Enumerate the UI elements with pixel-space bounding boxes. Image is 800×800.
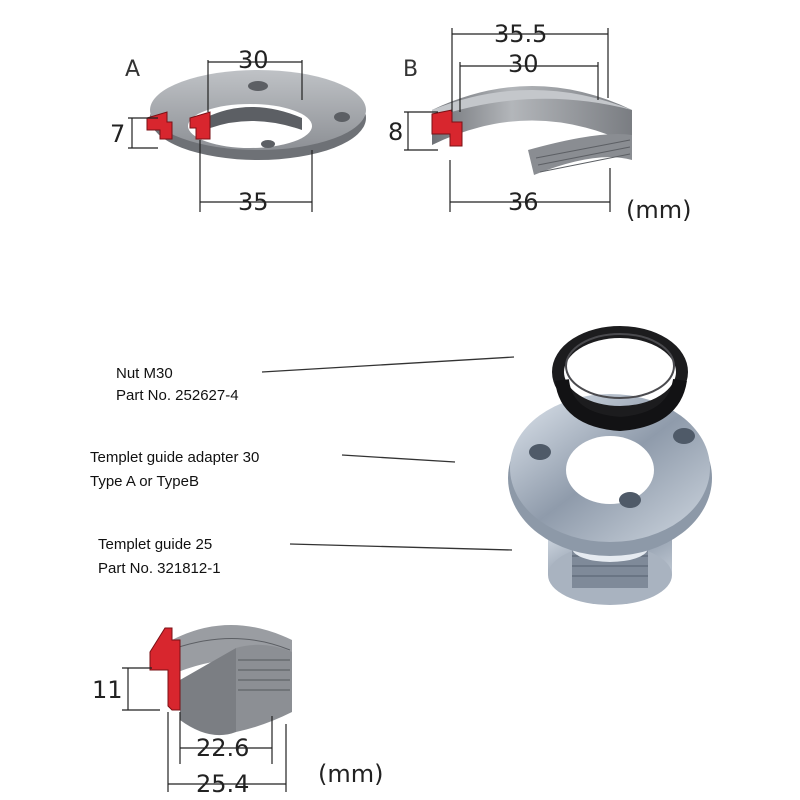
callout-guide: Templet guide 25 Part No. 321812-1: [98, 536, 513, 577]
adapter-a-dimensions: 30 7 35: [110, 46, 313, 216]
guide-dimensions: 11 22.6 25.4 (mm): [92, 667, 383, 798]
adapter-a-height-dim: 7: [110, 120, 125, 148]
adapter-a-outer-dim: 35: [238, 188, 269, 216]
callout-adapter-leader: [341, 454, 456, 463]
adapter-b-body: [431, 86, 632, 175]
callout-nut-name: Nut M30: [116, 365, 173, 382]
callout-nut-leader: [261, 356, 515, 373]
assembly-illustration: [508, 326, 712, 605]
guide-cross-section: [149, 627, 181, 711]
callout-guide-name: Templet guide 25: [98, 536, 212, 553]
adapter-b-height-dim: 8: [388, 118, 403, 146]
guide-outer-dim: 25.4: [196, 770, 249, 798]
templet-guide-section: 11 22.6 25.4 (mm): [92, 625, 383, 798]
adapter-b-cross-section: [431, 109, 463, 147]
guide-inner-dim: 22.6: [196, 734, 249, 762]
adapter-a-inner-dim: 30: [238, 46, 269, 74]
callout-guide-part: Part No. 321812-1: [98, 560, 221, 577]
adapter-b-label: B: [403, 57, 418, 82]
adapter-b-top-dim: 35.5: [494, 20, 547, 48]
guide-height-dim: 11: [92, 676, 123, 704]
callout-guide-leader: [289, 543, 513, 551]
adapter-a: A 30 7 35: [110, 46, 366, 216]
callout-adapter-type: Type A or TypeB: [90, 473, 199, 490]
adapter-plate-part: [508, 394, 712, 556]
adapter-b-outer-dim: 36: [508, 188, 539, 216]
unit-label-bottom: (mm): [318, 760, 383, 788]
adapter-a-body: [146, 70, 366, 160]
callout-adapter-name: Templet guide adapter 30: [90, 449, 259, 466]
callout-adapter: Templet guide adapter 30 Type A or TypeB: [90, 449, 456, 490]
guide-body: [149, 625, 292, 736]
unit-label-top: (mm): [626, 196, 691, 224]
adapter-b-inner-dim: 30: [508, 50, 539, 78]
callout-nut: Nut M30 Part No. 252627-4: [116, 356, 515, 404]
adapter-a-label: A: [125, 57, 140, 82]
callout-nut-part: Part No. 252627-4: [116, 387, 239, 404]
adapter-b: B 35.5 30 8 36 (mm): [388, 20, 691, 224]
adapter-b-dimensions: 35.5 30 8 36 (mm): [388, 20, 691, 224]
adapter-a-cross-section: [146, 111, 173, 140]
nut-part: [552, 326, 688, 432]
